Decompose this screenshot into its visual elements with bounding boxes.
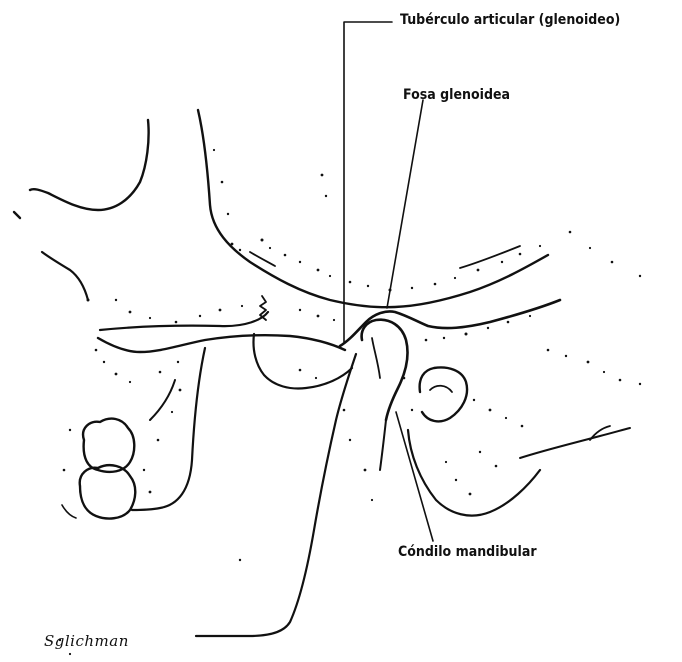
label-tuberculo-articular: Tubérculo articular (glenoideo): [400, 12, 620, 28]
zygomatic-arch-lower: [98, 335, 345, 352]
molar-lower: [80, 465, 136, 518]
orbit-rim: [30, 120, 149, 210]
temporal-ridge: [250, 246, 520, 268]
label-condilo-mandibular: Cóndilo mandibular: [398, 544, 537, 560]
artist-signature: Sglichman: [44, 632, 129, 650]
ear-outline: [420, 368, 467, 422]
nasal-contour: [42, 252, 88, 300]
molar-upper: [83, 419, 134, 472]
ear-inner: [430, 386, 452, 392]
mastoid-contour: [408, 430, 540, 516]
condyle-inner: [372, 338, 380, 378]
leader-tuberculo: [344, 22, 392, 342]
leader-fosa: [387, 100, 423, 308]
orbit-fragment: [14, 212, 20, 218]
mandibular-condyle: [362, 320, 408, 420]
leader-condilo: [396, 412, 433, 541]
styloid-process: [520, 428, 630, 458]
zygomatic-arch-upper: [100, 312, 268, 330]
maxilla-edge: [150, 380, 175, 420]
maxilla-posterior: [132, 348, 205, 510]
molar-edge: [62, 505, 76, 518]
temporal-contour: [198, 110, 548, 307]
mandible-ramus-right: [380, 420, 386, 470]
coronoid-contour: [253, 334, 352, 388]
stipple-texture: [59, 149, 641, 655]
mandible-ramus-left: [196, 354, 356, 636]
label-fosa-glenoidea: Fosa glenoidea: [403, 87, 510, 103]
